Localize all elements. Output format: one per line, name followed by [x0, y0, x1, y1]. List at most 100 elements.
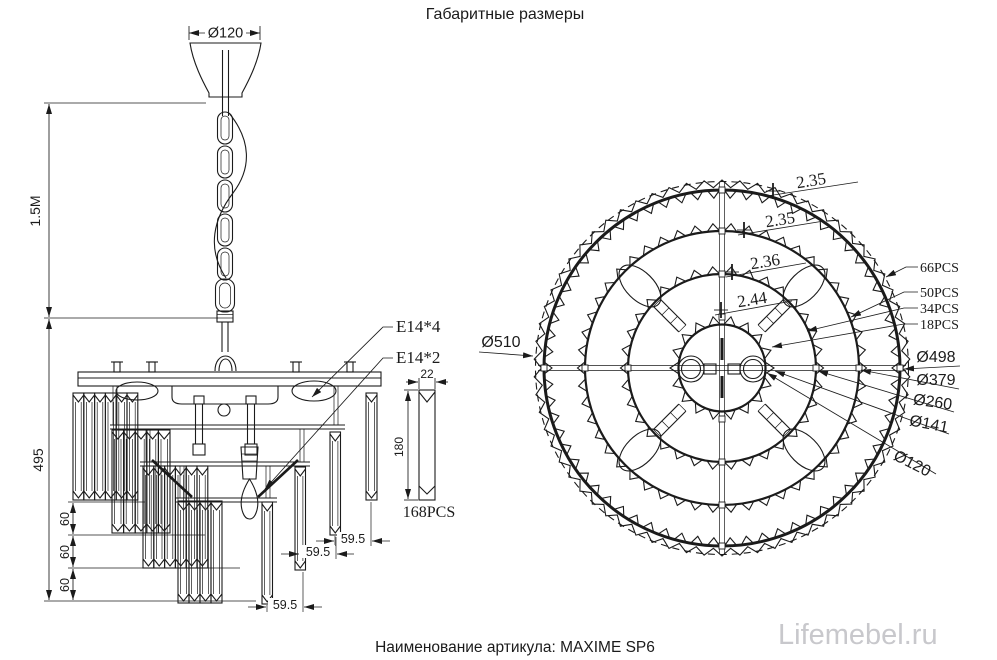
crystal-prism: [115, 392, 128, 501]
top-view: 2.35 2.35 2.36 2.44 66PCS 50PCS 34PCS 18…: [478, 169, 961, 557]
axis-marker: [718, 415, 726, 423]
chain-link: [216, 111, 234, 145]
dim-canopy-diameter: Ø120: [188, 24, 261, 42]
support-arm: [653, 403, 687, 437]
axis-marker: [718, 501, 726, 509]
count-label-2: 50PCS: [920, 286, 959, 301]
ring-260: [626, 272, 818, 464]
dim-offset-label-2: 59.5: [306, 545, 330, 559]
crystal-prism: [294, 466, 307, 571]
axis-marker: [718, 270, 726, 278]
socket-callouts: E14*4 E14*2: [264, 317, 441, 490]
petal-crystal: [782, 264, 826, 308]
dim-tier-spacing-label-1: 60: [58, 512, 72, 526]
crystal-prism-row: [111, 429, 171, 534]
center-hub: [677, 355, 767, 383]
axis-marker: [718, 186, 726, 194]
crystal-prism-row: [365, 392, 378, 501]
suspension-cable: [213, 112, 247, 279]
article-name: Наименование артикула: MAXIME SP6: [375, 639, 655, 656]
diameter-label-141: Ø141: [908, 413, 950, 437]
crystal-prism: [261, 501, 274, 605]
crystal-prism-row: [142, 465, 209, 569]
detail-width-label: 22: [420, 367, 434, 381]
crystal-prism-detail: 22 180 168PCS: [392, 367, 455, 521]
outer-diameter-label: Ø510: [481, 334, 520, 351]
ring-120: [677, 323, 767, 413]
count-label-1: 66PCS: [920, 261, 959, 276]
dim-tier-spacing-label-3: 60: [58, 578, 72, 592]
axis-marker: [718, 313, 726, 321]
dim-suspension-height: 1.5M: [27, 102, 218, 319]
axis-marker: [855, 364, 863, 372]
crystal-rings: [533, 179, 911, 557]
socket-top-label: E14*4: [396, 317, 441, 336]
crystal-prism-row: [329, 431, 342, 536]
axis-marker: [718, 227, 726, 235]
axis-marker: [718, 458, 726, 466]
crystal-prism: [72, 392, 85, 501]
count-label-4: 18PCS: [920, 318, 959, 333]
chain-link: [216, 179, 234, 213]
dim-tier-offsets: 59.5 59.5 59.5: [248, 502, 390, 612]
socket-posts: [111, 361, 356, 373]
crystal-prism: [134, 429, 148, 534]
crystal-prism: [83, 392, 96, 501]
crystal-prism: [153, 465, 166, 569]
ring-gap-callouts: 2.35 2.35 2.36 2.44: [714, 169, 859, 318]
dim-tier-spacing: 60 60 60: [58, 501, 240, 600]
crystal-prism: [142, 465, 155, 569]
detail-height-label: 180: [392, 437, 406, 457]
diameter-label-120: Ø120: [891, 448, 934, 481]
suspension-chain: [213, 111, 247, 313]
chain-link: [216, 145, 234, 179]
crystal-prism: [94, 392, 106, 501]
axis-marker: [581, 364, 589, 372]
petal-crystal: [782, 428, 826, 472]
diameter-label-260: Ø260: [912, 391, 953, 413]
axis-marker: [718, 542, 726, 550]
support-arm: [757, 403, 791, 437]
ceiling-canopy: [189, 42, 262, 116]
ring-count-callouts: 66PCS 50PCS 34PCS 18PCS: [771, 261, 959, 349]
crystal-prism: [329, 431, 342, 536]
gap-label-1: 2.35: [795, 169, 827, 192]
watermark: Lifemebel.ru: [778, 619, 938, 651]
dim-suspension-height-label: 1.5M: [27, 195, 43, 226]
crystal-prism-row: [261, 501, 274, 605]
gap-label-4: 2.44: [736, 288, 769, 311]
dim-canopy-diameter-label: Ø120: [208, 26, 243, 42]
crystal-tiers: [72, 392, 378, 605]
side-view: Ø120 1.5M 495: [27, 24, 455, 612]
crystal-prism: [210, 500, 223, 604]
hanger-rods: [192, 395, 258, 456]
center-axes: [538, 182, 906, 554]
crystal-prism-row: [177, 500, 223, 604]
crystal-prism-row: [72, 392, 139, 501]
axis-marker: [540, 364, 548, 372]
socket-bottom-label: E14*2: [396, 348, 440, 367]
petal-crystal: [618, 428, 662, 472]
crystal-ring: [543, 189, 901, 547]
crystal-ring: [669, 315, 775, 421]
diameter-label-379: Ø379: [916, 372, 955, 389]
chain-connector: [214, 310, 237, 372]
chain-link: [216, 247, 234, 281]
drawing-title: Габаритные размеры: [426, 6, 584, 23]
count-label-3: 34PCS: [920, 302, 959, 317]
chain-link: [216, 213, 234, 247]
detail-count-label: 168PCS: [403, 504, 455, 521]
crystal-prism: [365, 392, 378, 501]
diameter-label-498: Ø498: [916, 349, 955, 366]
crystal-ring: [576, 222, 868, 514]
dim-offset-label-1: 59.5: [341, 532, 365, 546]
crystal-ring: [619, 266, 825, 470]
dim-offset-label-3: 59.5: [273, 598, 297, 612]
petal-crystal: [618, 264, 662, 308]
support-arm: [653, 299, 687, 333]
dim-body-height-label: 495: [30, 448, 46, 472]
carabiner: [214, 278, 236, 313]
axis-marker: [812, 364, 820, 372]
